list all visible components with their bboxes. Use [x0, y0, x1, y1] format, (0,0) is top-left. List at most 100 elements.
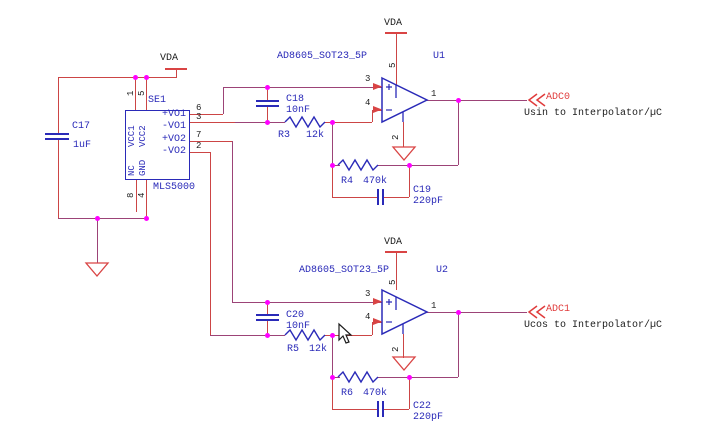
u1-part-number[interactable]: AD8605_SOT23_5P	[277, 51, 368, 62]
ic-pin-gnd: GND	[138, 159, 148, 176]
ic-pin-number-3: 3	[196, 112, 202, 122]
wire	[58, 77, 59, 133]
adc0-net-label[interactable]: ADC0	[546, 92, 571, 103]
r5-resistor-symbol[interactable]	[284, 328, 327, 342]
r3-value[interactable]: 12k	[306, 130, 325, 141]
wire	[427, 312, 527, 313]
ic-pin-number-4: 4	[137, 192, 147, 198]
wire	[58, 77, 177, 78]
u1-pin-number-5: 5	[388, 62, 398, 68]
wire	[232, 302, 383, 303]
u2-opamp-symbol[interactable]	[380, 288, 430, 336]
wire	[332, 409, 377, 410]
wire	[332, 335, 333, 377]
c17-refdes[interactable]: C17	[72, 121, 91, 132]
u2-pin-number-1: 1	[431, 301, 437, 311]
c17-capacitor-symbol[interactable]	[45, 133, 69, 135]
junction-dot	[95, 216, 100, 221]
wire	[232, 141, 233, 302]
junction-dot	[330, 163, 335, 168]
r5-refdes[interactable]: R5	[287, 344, 300, 355]
wire	[146, 77, 147, 110]
c18-value[interactable]: 10nF	[286, 105, 311, 116]
ic-part-number[interactable]: MLS5000	[153, 182, 196, 193]
wire	[378, 377, 458, 378]
ic-mls5000-body[interactable]	[125, 110, 190, 180]
wire	[409, 165, 410, 197]
wire	[267, 302, 268, 314]
ic-pin-number-2: 2	[196, 141, 202, 151]
vda-power-bar-ic	[165, 68, 187, 70]
wire	[135, 77, 136, 110]
u1-opamp-symbol[interactable]	[380, 76, 430, 124]
c18-capacitor-symbol-plate2	[256, 105, 279, 107]
r3-resistor-symbol[interactable]	[284, 115, 327, 129]
wire	[190, 141, 232, 142]
wire	[235, 122, 285, 123]
wire	[267, 107, 268, 122]
junction-dot	[456, 98, 461, 103]
ic-refdes[interactable]: SE1	[148, 95, 167, 106]
u2-ground-symbol	[391, 356, 417, 372]
vda-net-label-ic[interactable]: VDA	[160, 53, 179, 64]
vda-net-label-u1[interactable]: VDA	[384, 18, 403, 29]
wire	[332, 165, 340, 166]
c20-refdes[interactable]: C20	[286, 310, 305, 321]
wire	[58, 218, 148, 219]
wire	[190, 114, 223, 115]
r6-refdes[interactable]: R6	[341, 388, 354, 399]
r5-value[interactable]: 12k	[309, 344, 328, 355]
c19-value[interactable]: 220pF	[413, 196, 444, 207]
wire	[403, 122, 404, 147]
c18-capacitor-symbol[interactable]	[256, 100, 279, 102]
wire	[378, 165, 458, 166]
wire	[427, 100, 527, 101]
r4-refdes[interactable]: R4	[341, 176, 354, 187]
vda-net-label-u2[interactable]: VDA	[384, 237, 403, 248]
wire	[190, 122, 235, 123]
ic-pin-vcc1: VCC1	[127, 125, 137, 147]
c22-value[interactable]: 220pF	[413, 412, 444, 423]
r3-refdes[interactable]: R3	[278, 130, 291, 141]
wire	[332, 165, 333, 197]
r6-resistor-symbol[interactable]	[337, 370, 380, 384]
c20-capacitor-symbol[interactable]	[256, 314, 279, 316]
u2-refdes[interactable]: U2	[436, 265, 449, 276]
c19-capacitor-symbol-plate2	[382, 189, 384, 205]
c17-value[interactable]: 1uF	[73, 140, 92, 151]
r6-value[interactable]: 470k	[363, 388, 388, 399]
c22-capacitor-symbol[interactable]	[377, 401, 379, 417]
adc0-offpage-chevron-icon[interactable]	[527, 93, 547, 107]
u1-refdes[interactable]: U1	[433, 51, 446, 62]
ic-pin-number-8: 8	[126, 192, 136, 198]
r4-value[interactable]: 470k	[363, 176, 388, 187]
vda-power-bar-u1	[385, 32, 407, 34]
u2-inneg-arrow-icon	[373, 318, 382, 325]
r4-resistor-symbol[interactable]	[337, 158, 380, 172]
wire	[223, 87, 224, 114]
c20-value[interactable]: 10nF	[286, 321, 311, 332]
adc1-net-label[interactable]: ADC1	[546, 304, 571, 315]
junction-dot	[265, 120, 270, 125]
u2-pin-number-3: 3	[365, 289, 371, 299]
wire	[146, 180, 147, 218]
ic-pin-number-7: 7	[196, 130, 202, 140]
c22-refdes[interactable]: C22	[413, 401, 432, 412]
junction-dot	[330, 333, 335, 338]
wire	[384, 197, 409, 198]
ic-pin-vo2p: +VO2	[161, 134, 186, 145]
adc1-description: Ucos to Interpolator/µC	[524, 320, 663, 331]
c19-refdes[interactable]: C19	[413, 185, 432, 196]
junction-dot	[407, 375, 412, 380]
u2-pin-number-5: 5	[388, 279, 398, 285]
adc1-offpage-chevron-icon[interactable]	[527, 305, 547, 319]
junction-dot	[456, 310, 461, 315]
wire	[409, 377, 410, 409]
c18-refdes[interactable]: C18	[286, 94, 305, 105]
wire	[332, 377, 333, 409]
ic-pin-vcc2: VCC2	[138, 125, 148, 147]
u2-part-number[interactable]: AD8605_SOT23_5P	[299, 265, 390, 276]
u1-inpos-arrow-icon	[373, 83, 382, 90]
wire	[190, 152, 210, 153]
c19-capacitor-symbol[interactable]	[377, 189, 379, 205]
